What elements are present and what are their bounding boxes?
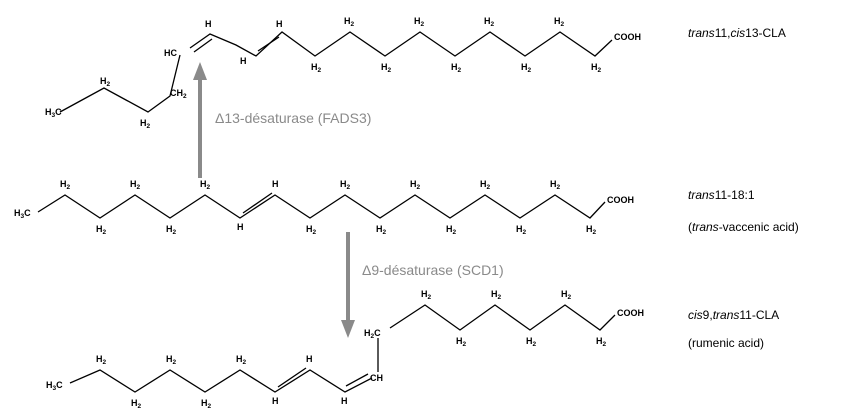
atom-label: H2 (344, 16, 355, 28)
atom-label: H2 (96, 354, 107, 366)
atom-label: H2 (521, 62, 532, 74)
atom-label: H2 (130, 179, 141, 191)
atom-label: H2 (561, 289, 572, 301)
atom-carboxyl: COOH (607, 195, 634, 205)
atom-label: CH2 (170, 88, 187, 100)
atom-label: H2 (484, 16, 495, 28)
enzyme-label-d13: Δ13-désaturase (FADS3) (215, 110, 372, 126)
atom-label: H3C (46, 380, 63, 392)
atom-label: H3C (45, 107, 62, 119)
bond (189, 31, 613, 57)
atom-label: H2 (550, 179, 561, 191)
molecule-name-bottom: cis9,trans11-CLA (688, 308, 780, 322)
atom-label: H2 (96, 224, 107, 236)
atom-label: H (272, 179, 279, 189)
molecule-middle-structure: H3C H2 H2 H2 H2 H2 H H H2 H2 H2 H2 H2 H2… (14, 179, 634, 236)
molecule-top-structure: H3C H2 H2 CH2 HC H H H H2 H2 H2 H2 H2 H2… (45, 16, 641, 130)
molecule-bottom-structure: H3C H2 H2 H2 H2 H2 H H H CH H2C H2 H2 H2… (46, 289, 644, 410)
atom-carboxyl: COOH (617, 308, 644, 318)
molecule-subtitle-bottom: (rumenic acid) (688, 336, 765, 350)
arrow-down-d9 (341, 232, 355, 338)
atom-label: H2 (591, 62, 602, 74)
double-bond (193, 38, 213, 53)
atom-label: H (306, 354, 313, 364)
atom-label: H2 (526, 336, 537, 348)
atom-label: H (276, 19, 283, 29)
bond (389, 304, 616, 331)
atom-label: H2 (480, 179, 491, 191)
atom-label: H2 (554, 16, 565, 28)
atom-label: CH (370, 373, 383, 383)
atom-label: H2 (446, 224, 457, 236)
atom-label: H2 (381, 62, 392, 74)
atom-label: H2 (311, 62, 322, 74)
atom-label: H (341, 396, 348, 406)
atom-label: HC (164, 48, 177, 58)
atom-label: H (272, 396, 279, 406)
atom-label: H2 (306, 224, 317, 236)
atom-label: H2 (586, 224, 597, 236)
atom-label: H2 (201, 398, 212, 410)
atom-label: H2 (131, 398, 142, 410)
atom-label: H2 (60, 179, 71, 191)
atom-label: H3C (14, 208, 31, 220)
arrow-up-d13 (193, 62, 207, 178)
molecule-name-middle: trans11-18:1 (688, 188, 755, 202)
atom-label: H2 (516, 224, 527, 236)
atom-label: H2 (451, 62, 462, 74)
atom-label: H2 (140, 118, 151, 130)
atom-label: H2 (596, 336, 607, 348)
atom-label: H2 (421, 289, 432, 301)
atom-label: H2 (100, 76, 111, 88)
atom-label: H2 (200, 179, 211, 191)
atom-label: H2 (166, 354, 177, 366)
double-bond (345, 373, 369, 387)
atom-label: H (205, 19, 212, 29)
atom-label: H2 (456, 336, 467, 348)
double-bond (277, 367, 307, 388)
enzyme-label-d9: Δ9-désaturase (SCD1) (362, 262, 504, 278)
atom-carboxyl: COOH (614, 32, 641, 42)
atom-label: H2 (236, 354, 247, 366)
bond (69, 369, 373, 393)
double-bond (242, 192, 273, 214)
atom-label: H2 (410, 179, 421, 191)
atom-label: H2 (414, 16, 425, 28)
atom-label: H2 (340, 179, 351, 191)
molecule-subtitle-middle: (trans-vaccenic acid) (688, 220, 799, 234)
molecule-name-top: trans11,cis13-CLA (688, 26, 786, 40)
double-bond (257, 36, 280, 52)
bond (37, 194, 606, 219)
atom-label: H2 (166, 224, 177, 236)
atom-label: H (240, 56, 247, 66)
atom-label: H (237, 222, 244, 232)
atom-label: H2 (491, 289, 502, 301)
atom-label: H2C (364, 328, 381, 340)
atom-label: H2 (376, 224, 387, 236)
bond (59, 54, 181, 113)
